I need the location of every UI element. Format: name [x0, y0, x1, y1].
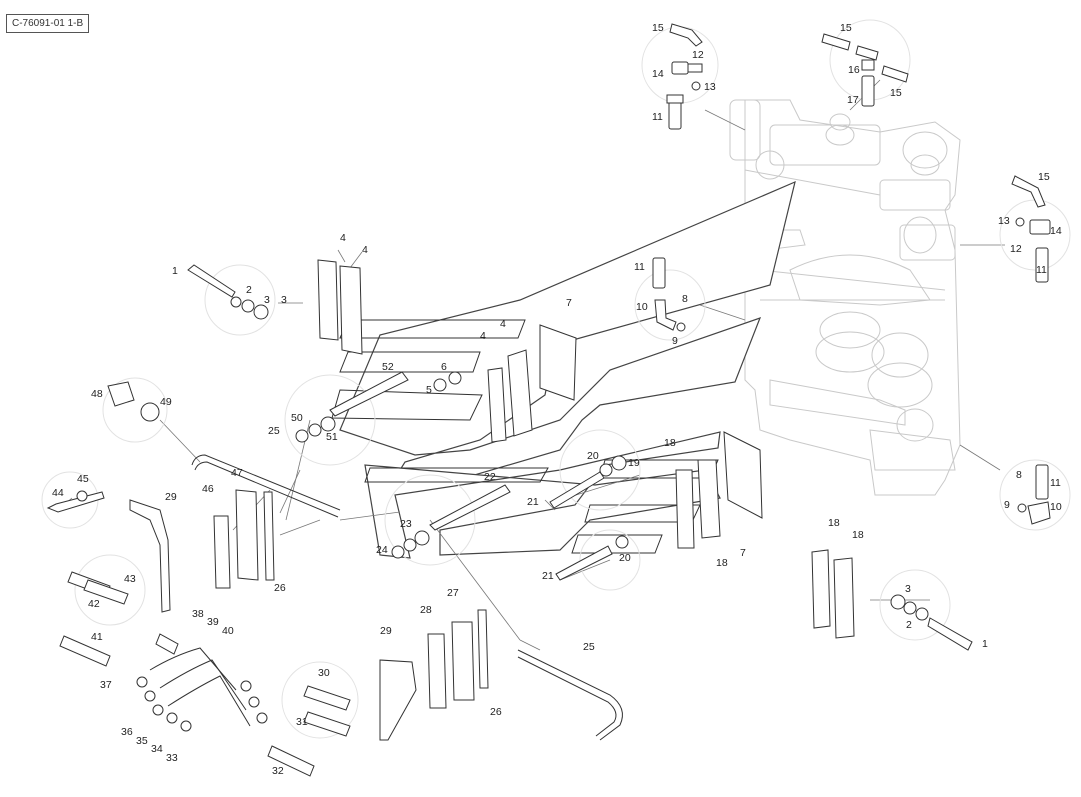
callout-c18b: 18	[716, 557, 728, 569]
fasteners	[46, 264, 973, 651]
callout-c28: 28	[420, 604, 432, 616]
callout-c45: 45	[77, 473, 89, 485]
callout-c27: 27	[447, 587, 459, 599]
callout-c31: 31	[296, 716, 308, 728]
callout-c13a: 13	[704, 81, 716, 93]
callout-c43: 43	[124, 573, 136, 585]
callout-c3a: 3	[264, 294, 270, 306]
callout-c14b: 14	[1050, 225, 1062, 237]
hydraulic-fittings	[59, 571, 351, 777]
callout-c20a: 20	[587, 450, 599, 462]
callout-c21a: 21	[527, 496, 539, 508]
callout-c1a: 1	[172, 265, 178, 277]
callout-c25b: 25	[583, 641, 595, 653]
callout-c17: 17	[847, 94, 859, 106]
callout-c5: 5	[426, 384, 432, 396]
callout-c18a: 18	[664, 437, 676, 449]
callout-c40: 40	[222, 625, 234, 637]
callout-c37: 37	[100, 679, 112, 691]
callout-c10a: 10	[636, 301, 648, 313]
callout-c18d: 18	[852, 529, 864, 541]
callout-c15d: 15	[1038, 171, 1050, 183]
callout-c19: 19	[628, 457, 640, 469]
callout-c14a: 14	[652, 68, 664, 80]
callout-c38: 38	[192, 608, 204, 620]
callout-c29a: 29	[165, 491, 177, 503]
callout-c32: 32	[272, 765, 284, 777]
callout-c41: 41	[91, 631, 103, 643]
callout-c34: 34	[151, 743, 163, 755]
callout-c2a: 2	[246, 284, 252, 296]
callout-c44: 44	[52, 487, 64, 499]
callout-c12b: 12	[1010, 243, 1022, 255]
fitting-group-right-lower	[1017, 464, 1051, 525]
callout-c47: 47	[231, 467, 243, 479]
callout-c1b: 1	[982, 638, 988, 650]
callout-c10b: 10	[1050, 501, 1062, 513]
callout-c22: 22	[484, 471, 496, 483]
callout-c46: 46	[202, 483, 214, 495]
callout-c2b: 2	[906, 619, 912, 631]
callout-c50: 50	[291, 412, 303, 424]
callout-c12a: 12	[692, 49, 704, 61]
callout-c7a: 7	[566, 297, 572, 309]
callout-c26a: 26	[274, 582, 286, 594]
callout-c3b: 3	[281, 294, 287, 306]
callout-c11c: 11	[634, 261, 645, 273]
callout-c4a: 4	[340, 232, 346, 244]
callout-c18c: 18	[828, 517, 840, 529]
callout-c42: 42	[88, 598, 100, 610]
callout-c7b: 7	[740, 547, 746, 559]
fitting-group-center	[652, 257, 686, 332]
diagram-reference-code: C-76091-01 1-B	[6, 14, 90, 33]
callout-c21b: 21	[542, 570, 554, 582]
callout-c4d: 4	[480, 330, 486, 342]
fitting-group-right-upper	[1011, 175, 1051, 283]
fitting-group-top-right	[821, 33, 909, 107]
callout-c11a: 11	[652, 111, 663, 123]
detail-bubbles	[41, 19, 1071, 739]
callout-c23: 23	[400, 518, 412, 530]
callout-c49: 49	[160, 396, 172, 408]
callout-c15c: 15	[890, 87, 902, 99]
callout-c26b: 26	[490, 706, 502, 718]
callout-c11d: 11	[1050, 477, 1061, 489]
ghost-frame	[729, 99, 961, 496]
callout-c3c: 3	[905, 583, 911, 595]
callout-c39: 39	[207, 616, 219, 628]
callout-c8a: 8	[682, 293, 688, 305]
callout-c13b: 13	[998, 215, 1010, 227]
callout-c24: 24	[376, 544, 388, 556]
callout-c33: 33	[166, 752, 178, 764]
tubes-and-brackets	[129, 454, 623, 741]
callout-c20b: 20	[619, 552, 631, 564]
callout-c36: 36	[121, 726, 133, 738]
callout-c16: 16	[848, 64, 860, 76]
callout-c6: 6	[441, 361, 447, 373]
callout-c25a: 25	[268, 425, 280, 437]
callout-c11b: 11	[1036, 264, 1047, 276]
fitting-group-top-left	[666, 23, 703, 130]
callout-c35: 35	[136, 735, 148, 747]
callout-c30: 30	[318, 667, 330, 679]
callout-c8b: 8	[1016, 469, 1022, 481]
callout-c51: 51	[326, 431, 338, 443]
callout-c15a: 15	[652, 22, 664, 34]
callout-c4c: 4	[500, 318, 506, 330]
callout-c9a: 9	[672, 335, 678, 347]
callout-c15b: 15	[840, 22, 852, 34]
clamp-blocks	[213, 259, 855, 709]
callout-c52: 52	[382, 361, 394, 373]
callout-c48: 48	[91, 388, 103, 400]
callout-c9b: 9	[1004, 499, 1010, 511]
callout-c29b: 29	[380, 625, 392, 637]
callout-c4b: 4	[362, 244, 368, 256]
